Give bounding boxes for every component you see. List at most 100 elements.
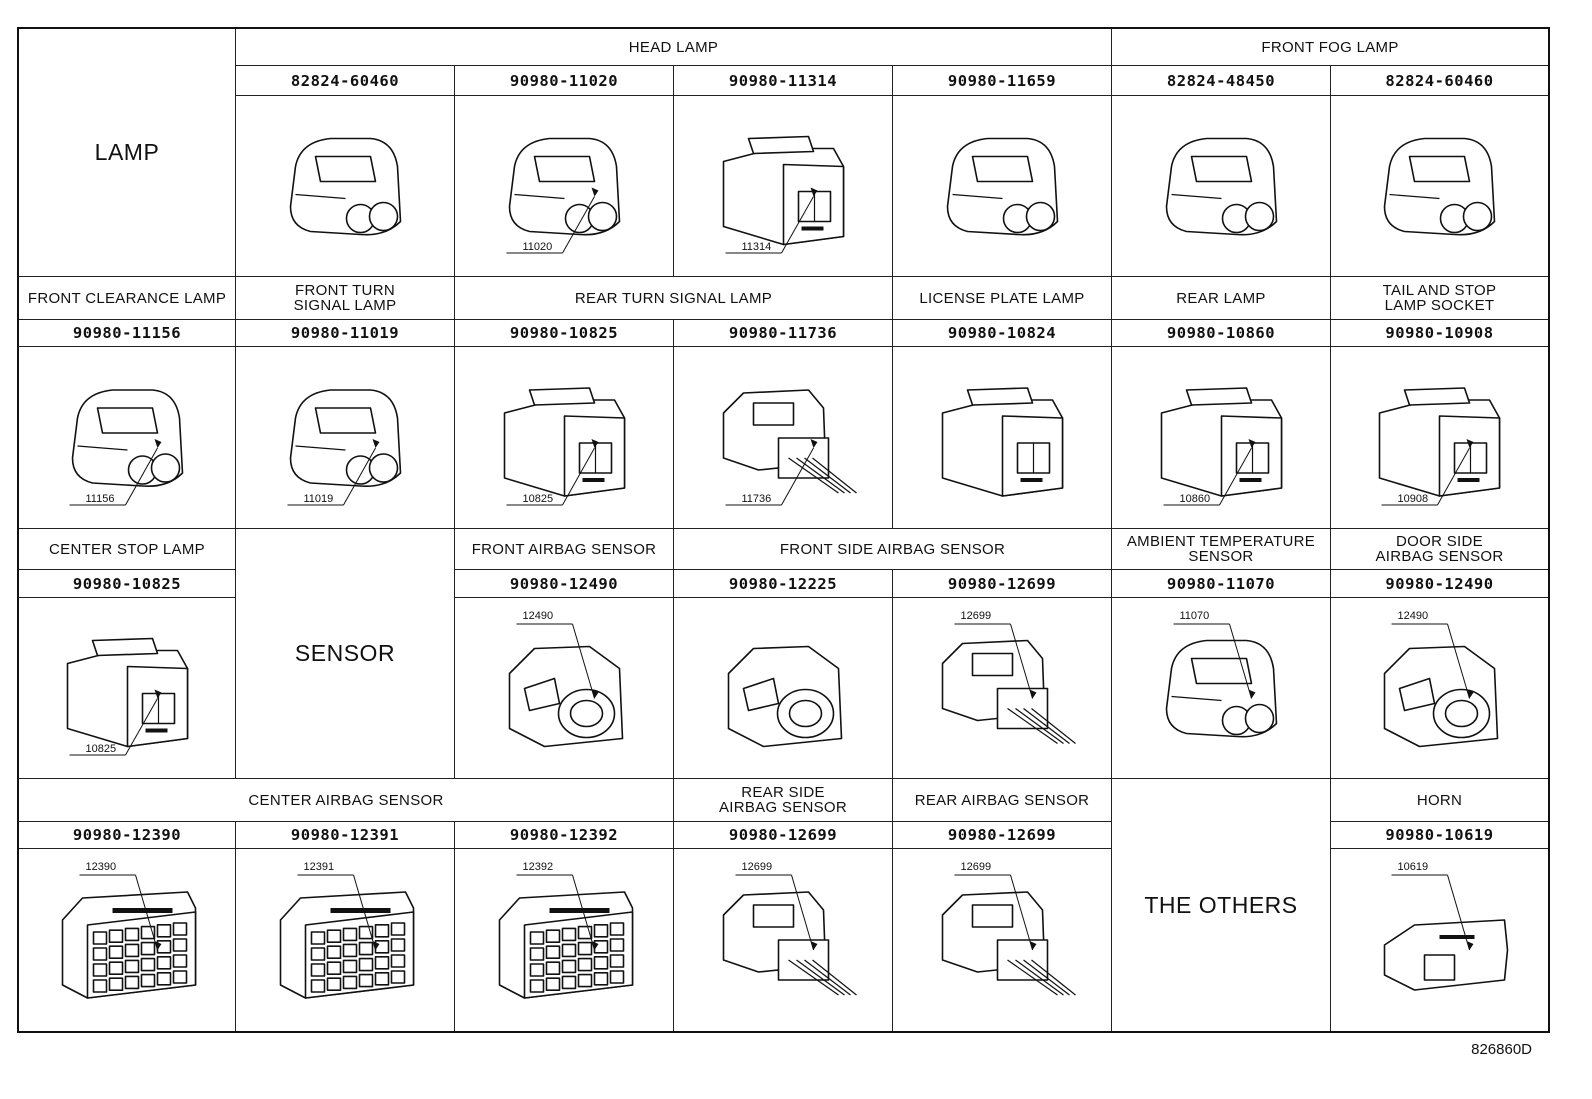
group-head-lamp: HEAD LAMP [236,29,1112,66]
connector-cell: 11070 [1112,598,1331,779]
group-rear-turn-signal-lamp-text: REAR TURN SIGNAL LAMP [574,289,773,307]
part-number: 82824-60460 [1331,66,1548,96]
part-number: 90980-12392 [455,822,674,849]
group-tail-stop-lamp-socket-text: TAIL AND STOP LAMP SOCKET [1382,282,1497,314]
part-number-text: 90980-10619 [1385,826,1494,844]
connector-drawing [722,389,857,494]
connector-cell [1112,96,1331,277]
group-front-airbag-sensor: FRONT AIRBAG SENSOR [455,529,674,570]
connector-cell: 12699 [674,849,893,1031]
connector-drawing [722,891,857,996]
group-center-airbag-sensor: CENTER AIRBAG SENSOR [19,779,674,822]
connector-drawing [503,387,626,497]
callout-label: 11736 [741,493,772,505]
part-number-text: 90980-11736 [728,324,838,342]
group-rear-airbag-sensor: REAR AIRBAG SENSOR [893,779,1112,822]
connector-illustration [1383,623,1499,748]
connector-illustration [66,637,189,756]
group-front-clearance-lamp: FRONT CLEARANCE LAMP [19,277,236,320]
group-rear-airbag-sensor-text: REAR AIRBAG SENSOR [914,791,1090,809]
connector-cell: 12391 [236,849,455,1031]
connector-illustration [722,874,857,996]
connector-drawing [941,387,1064,497]
group-front-turn-signal-lamp-text: FRONT TURN SIGNAL LAMP [293,282,397,314]
callout-label: 12490 [522,610,554,622]
part-number-text: 82824-60460 [1385,71,1494,90]
connector-illustration [279,874,415,999]
group-front-turn-signal-lamp: FRONT TURN SIGNAL LAMP [236,277,455,320]
group-front-airbag-sensor-text: FRONT AIRBAG SENSOR [471,540,657,558]
group-front-side-airbag-sensor: FRONT SIDE AIRBAG SENSOR [674,529,1112,570]
connector-drawing [1160,387,1283,497]
connector-cell: 12699 [893,849,1112,1031]
part-number: 90980-12490 [1331,570,1548,598]
group-head-lamp-text: HEAD LAMP [628,38,719,56]
part-number-text: 90980-10908 [1385,324,1494,342]
part-number: 90980-11019 [236,320,455,347]
connector-drawing [727,645,843,748]
connector-illustration [503,387,626,506]
connector-illustration [498,874,634,999]
part-number-text: 90980-12699 [947,826,1057,844]
connector-drawing [289,389,402,488]
part-number: 90980-12225 [674,570,893,598]
connector-cell: 12490 [455,598,674,779]
part-number-text: 90980-11156 [72,324,182,342]
connector-illustration [1165,623,1278,738]
part-number: 82824-48450 [1112,66,1331,96]
part-number: 90980-11659 [893,66,1112,96]
connector-illustration [1378,387,1501,506]
connector-illustration [727,645,843,748]
part-number-text: 90980-11020 [509,71,619,90]
group-front-side-airbag-sensor-text: FRONT SIDE AIRBAG SENSOR [779,540,1006,558]
group-horn-text: HORN [1416,791,1463,809]
connector-cell: 10908 [1331,347,1548,529]
connector-cell: 12392 [455,849,674,1031]
callout-label: 11314 [741,241,772,253]
connector-cell: 11156 [19,347,236,529]
part-number: 90980-11156 [19,320,236,347]
part-number-text: 90980-12699 [728,826,838,844]
callout-label: 12391 [303,861,335,873]
part-number: 90980-11070 [1112,570,1331,598]
part-number: 90980-10860 [1112,320,1331,347]
connector-illustration [287,389,402,506]
part-number-text: 82824-48450 [1166,71,1276,90]
callout-label: 12699 [960,861,992,873]
part-number-text: 90980-12392 [509,826,619,844]
part-number-text: 90980-11314 [728,71,838,90]
connector-cell: 11019 [236,347,455,529]
connector-drawing [1383,645,1499,748]
connector-drawing [1165,639,1278,738]
part-number-text: 90980-12225 [728,574,838,593]
callout-label: 10908 [1397,493,1429,505]
part-number: 90980-11736 [674,320,893,347]
connector-cell: 11314 [674,96,893,277]
group-door-side-airbag-sensor-text: DOOR SIDE AIRBAG SENSOR [1375,533,1504,565]
connector-cell [1331,96,1548,277]
callout-label: 10825 [522,493,554,505]
part-number: 90980-10824 [893,320,1112,347]
connector-cell [674,598,893,779]
callout-label: 10860 [1179,493,1211,505]
connector-illustration [1383,137,1496,236]
group-the-others: THE OTHERS [1112,779,1331,1031]
connector-cell [236,96,455,277]
group-rear-turn-signal-lamp: REAR TURN SIGNAL LAMP [455,277,893,320]
group-tail-stop-lamp-socket: TAIL AND STOP LAMP SOCKET [1331,277,1548,320]
part-number-text: 90980-11659 [947,71,1057,90]
connector-illustration [941,623,1076,744]
part-number-text: 90980-11070 [1166,574,1276,593]
connector-cell [893,96,1112,277]
group-horn: HORN [1331,779,1548,822]
part-number: 90980-11020 [455,66,674,96]
group-center-stop-lamp: CENTER STOP LAMP [19,529,236,570]
connector-drawing [508,137,621,236]
connector-cell: 12490 [1331,598,1548,779]
part-number: 90980-10908 [1331,320,1548,347]
connector-illustration [941,874,1076,996]
connector-illustration [1383,874,1509,991]
part-number: 90980-12699 [893,570,1112,598]
connector-cell [893,347,1112,529]
